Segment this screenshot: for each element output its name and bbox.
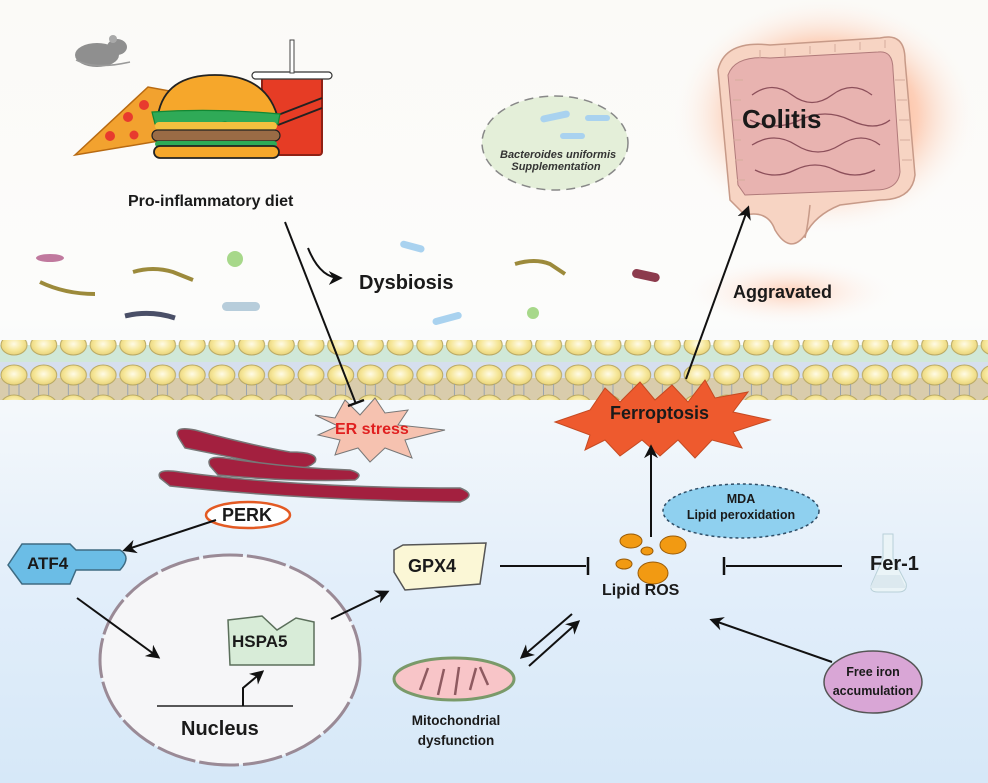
mito-to-ros-arrow bbox=[528, 620, 581, 667]
cell-membrane bbox=[0, 340, 988, 400]
colon-icon bbox=[717, 36, 916, 245]
dysbiosis-label: Dysbiosis bbox=[359, 272, 454, 294]
mito-label: Mitochondrial dysfunction bbox=[394, 711, 518, 751]
diet-to-er-stress-inhibition bbox=[284, 221, 357, 405]
supplementation-circle bbox=[481, 95, 629, 191]
ferroptosis-label: Ferroptosis bbox=[610, 403, 710, 423]
ferroptosis-burst bbox=[553, 379, 772, 459]
lipid-ros-label: Lipid ROS bbox=[602, 582, 680, 599]
lipid-ros-droplets bbox=[615, 533, 687, 585]
diet-label: Pro-inflammatory diet bbox=[128, 193, 294, 210]
junk-food-icon bbox=[72, 39, 333, 159]
mitochondrion-icon bbox=[392, 656, 516, 702]
perk-label: PERK bbox=[222, 505, 273, 525]
endoplasmic-reticulum-icon bbox=[158, 428, 470, 503]
flask-icon bbox=[870, 533, 907, 593]
free-iron-node bbox=[823, 650, 923, 714]
hspa5-label: HSPA5 bbox=[232, 632, 288, 651]
aggravated-label: Aggravated bbox=[733, 282, 833, 302]
supplementation-line1: Bacteroides uniformis bbox=[500, 149, 617, 161]
aggravated-glow bbox=[680, 257, 900, 327]
gpx4-label: GPX4 bbox=[408, 556, 457, 576]
iron-to-ros-arrow bbox=[709, 617, 833, 663]
atf4-label: ATF4 bbox=[27, 554, 69, 573]
ros-to-mito-arrow bbox=[519, 613, 573, 659]
mda-line2: Lipid peroxidation bbox=[686, 508, 796, 522]
gut-bacteria bbox=[36, 240, 660, 325]
mda-label: MDA Lipid peroxidation bbox=[663, 491, 819, 523]
hspa5-to-gpx4-arrow bbox=[330, 590, 390, 620]
perk-to-atf4-arrow bbox=[122, 519, 217, 554]
perk-node bbox=[204, 500, 292, 530]
er-stress-burst bbox=[314, 397, 446, 463]
pathway-edges bbox=[76, 205, 842, 667]
mito-line2: dysfunction bbox=[417, 733, 495, 748]
atf4-to-nucleus-arrow bbox=[76, 597, 161, 659]
fer1-label: Fer-1 bbox=[870, 553, 919, 575]
ferroptosis-to-colitis-arrow bbox=[685, 205, 751, 380]
hspa5-node bbox=[227, 615, 315, 666]
atf4-node bbox=[7, 543, 127, 585]
free-iron-line2: accumulation bbox=[832, 684, 914, 698]
mito-line1: Mitochondrial bbox=[411, 713, 501, 728]
mouse-icon bbox=[75, 35, 131, 67]
free-iron-line1: Free iron bbox=[846, 665, 900, 679]
er-stress-label: ER stress bbox=[335, 421, 409, 438]
gpx4-node bbox=[393, 542, 487, 591]
mda-line1: MDA bbox=[726, 492, 756, 506]
free-iron-label: Free iron accumulation bbox=[824, 663, 922, 701]
supplementation-label: Bacteroides uniformis Supplementation bbox=[500, 149, 617, 173]
transcription-arrow bbox=[242, 670, 265, 706]
supplementation-line2: Supplementation bbox=[511, 161, 601, 173]
colitis-label: Colitis bbox=[742, 104, 822, 134]
nucleus-label: Nucleus bbox=[181, 718, 259, 740]
diet-to-dysbiosis-arrow bbox=[307, 247, 343, 285]
mda-node bbox=[662, 483, 820, 539]
